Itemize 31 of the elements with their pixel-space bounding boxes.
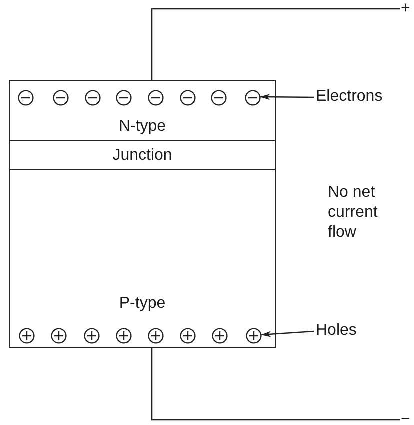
electron-symbol	[85, 90, 101, 106]
hole-symbol	[246, 328, 262, 344]
layer-label: Junction	[112, 146, 172, 165]
leader-arrow	[260, 94, 314, 100]
wire	[151, 8, 400, 80]
hole-symbol	[84, 328, 100, 344]
wire	[151, 348, 400, 421]
leader-arrow	[260, 330, 314, 338]
callout-label: Holes	[316, 322, 357, 341]
p-type-layer	[9, 169, 276, 348]
electron-symbol	[53, 90, 69, 106]
hole-symbol	[116, 328, 132, 344]
layer-label: P-type	[119, 294, 166, 313]
layer-label: N-type	[118, 117, 166, 136]
electron-symbol	[245, 90, 261, 106]
callout-label: Electrons	[316, 88, 383, 107]
electron-symbol	[116, 90, 132, 106]
terminal-sign: −	[401, 411, 410, 425]
electron-symbol	[18, 90, 34, 106]
electron-symbol	[148, 90, 164, 106]
n-type-layer	[9, 80, 276, 141]
hole-symbol	[51, 328, 67, 344]
hole-symbol	[180, 328, 196, 344]
junction-layer	[9, 140, 276, 170]
electron-symbol	[211, 90, 227, 106]
terminal-sign: +	[401, 0, 410, 18]
hole-symbol	[212, 328, 228, 344]
electron-symbol	[180, 90, 196, 106]
hole-symbol	[148, 328, 164, 344]
note-text: No net current flow	[328, 183, 379, 243]
hole-symbol	[19, 328, 35, 344]
